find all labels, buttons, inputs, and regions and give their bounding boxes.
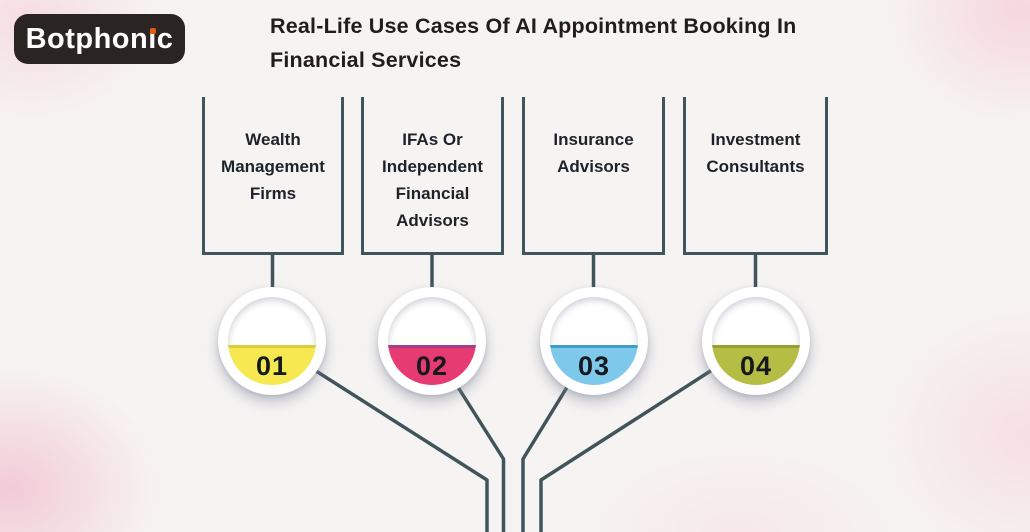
page-title: Real-Life Use Cases Of AI Appointment Bo…: [270, 9, 796, 77]
node-circle-inner: 04: [712, 297, 800, 385]
node-label: Insurance Advisors: [553, 130, 634, 176]
logo-i-dot: [149, 27, 156, 34]
node-circle-03: 03: [540, 287, 648, 395]
branch-line: [454, 383, 506, 532]
node-box-wealth-management-firms: Wealth Management Firms: [202, 97, 344, 255]
page-title-line2: Financial Services: [270, 48, 462, 72]
branch-line: [521, 383, 571, 532]
node-circle-01: 01: [218, 287, 326, 395]
branch-line: [539, 368, 713, 532]
branch-line: [315, 369, 489, 532]
node-label: Investment Consultants: [706, 130, 805, 176]
node-box-insurance-advisors: Insurance Advisors: [522, 97, 665, 255]
node-circle-04: 04: [702, 287, 810, 395]
node-circle-fill: 02: [388, 344, 476, 385]
node-number: 02: [415, 350, 449, 381]
node-circle-inner: 01: [228, 297, 316, 385]
node-label: Wealth Management Firms: [221, 130, 325, 203]
node-number: 04: [739, 350, 773, 381]
node-circle-fill: 04: [712, 344, 800, 385]
node-label: IFAs Or Independent Financial Advisors: [381, 130, 484, 230]
node-number: 03: [577, 350, 611, 381]
node-circle-fill: 01: [228, 344, 316, 385]
node-number: 01: [255, 350, 289, 381]
node-box-ifas-independent-financial-advisors: IFAs Or Independent Financial Advisors: [361, 97, 504, 255]
page-title-line1: Real-Life Use Cases Of AI Appointment Bo…: [270, 14, 797, 38]
node-circle-fill: 03: [550, 344, 638, 385]
node-circle-inner: 02: [388, 297, 476, 385]
node-box-investment-consultants: Investment Consultants: [683, 97, 828, 255]
node-circle-inner: 03: [550, 297, 638, 385]
node-circle-02: 02: [378, 287, 486, 395]
